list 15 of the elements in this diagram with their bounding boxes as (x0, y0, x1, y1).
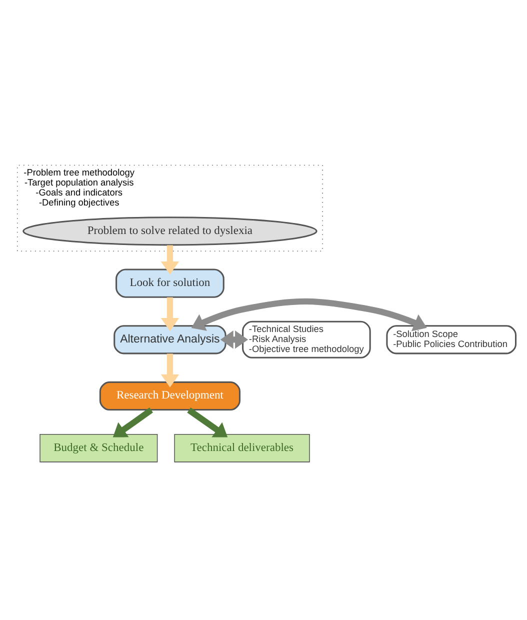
node-ellipse: Problem to solve related to dyslexia (22, 216, 318, 246)
node-box: -Solution Scope -Public Policies Contribution (386, 324, 517, 354)
node-box: Research Development (99, 380, 240, 410)
arrow (220, 330, 248, 348)
arrow (112, 407, 153, 437)
node-box: Look for solution (116, 268, 224, 298)
arrow (191, 298, 427, 331)
arrow (187, 407, 228, 437)
arrow (160, 244, 180, 274)
arrow (160, 353, 180, 387)
node-box: Budget & Schedule (40, 433, 158, 462)
node-box: Technical deliverables (174, 433, 310, 462)
node-box: -Technical Studies -Risk Analysis -Objective tree methodology (242, 320, 371, 358)
arrow (160, 296, 180, 331)
node-box: Alternative Analysis (114, 324, 226, 354)
